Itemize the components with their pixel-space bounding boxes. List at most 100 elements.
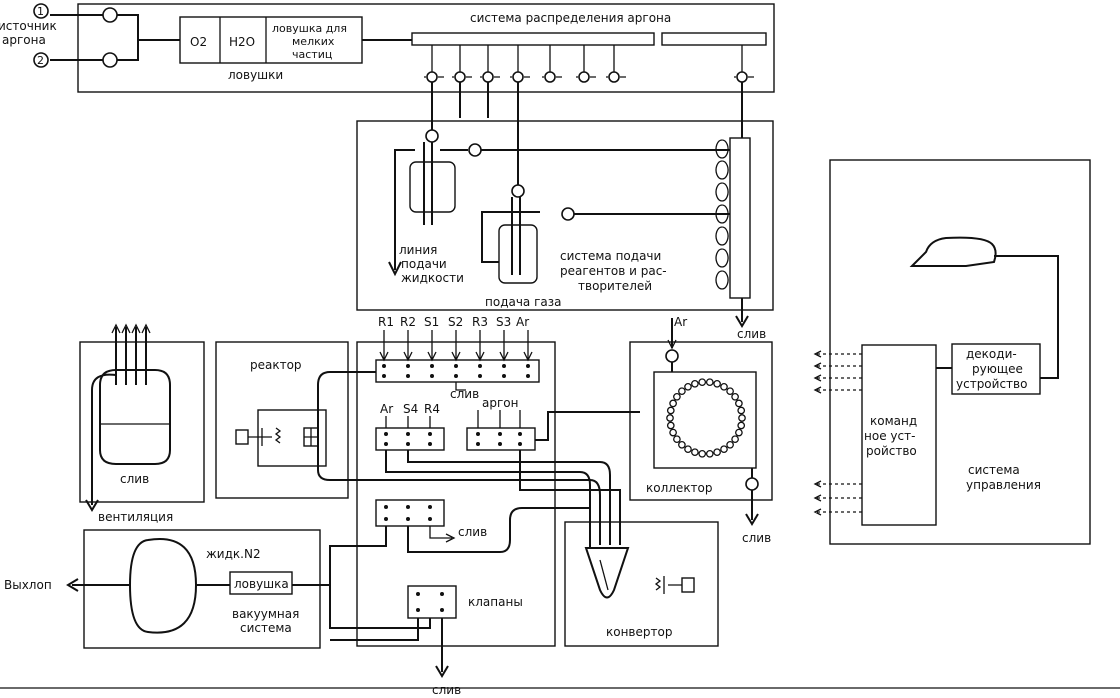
fraction-tube — [666, 406, 675, 415]
source-valve-1 — [102, 7, 118, 23]
reactor-section: реактор — [215, 341, 349, 499]
source-valve-2 — [102, 52, 118, 68]
collector-frame — [629, 341, 773, 501]
collector-section: Ar коллектор слив — [629, 315, 773, 545]
ventilation-label: вентиляция — [98, 510, 173, 524]
decoder-label-2: рующее — [972, 362, 1023, 376]
fraction-tube — [684, 445, 692, 454]
top-valve-bar — [375, 359, 540, 383]
reactor-frame — [215, 341, 349, 499]
fraction-tube — [666, 414, 674, 422]
fraction-tube — [673, 392, 681, 401]
drain-label-collector: слив — [742, 531, 771, 545]
control-frame — [829, 159, 1091, 545]
drain-label-bottom: слив — [432, 683, 461, 697]
command-label-2: ное уст- — [864, 429, 915, 443]
particle-trap-label-1: ловушка для — [272, 22, 347, 35]
fraction-tube — [720, 445, 728, 454]
port-r2: R2 — [400, 315, 416, 329]
reagent-system-label-1: система подачи — [560, 249, 661, 263]
converter-section: конвертор — [564, 521, 719, 647]
fraction-tube — [726, 387, 734, 396]
fraction-tube — [713, 448, 721, 457]
source-lines — [50, 14, 180, 61]
fraction-tube — [698, 378, 707, 387]
fraction-tube — [731, 392, 739, 401]
converter-flask — [584, 547, 630, 599]
manifold-side-valves — [715, 139, 729, 290]
fraction-ring — [666, 378, 746, 458]
fraction-tube — [738, 414, 746, 422]
argon-mid-label: аргон — [482, 396, 518, 410]
manifold-valves — [426, 71, 748, 83]
argon-manifold-1 — [411, 32, 655, 46]
gas-feed-label: подача газа — [485, 295, 562, 309]
liquid-line-label-1: линия — [399, 243, 437, 257]
trap-label: ловушка — [234, 577, 289, 591]
fraction-tube — [735, 399, 743, 408]
argon-system-frame — [77, 3, 775, 93]
fraction-tube — [737, 421, 746, 430]
fraction-tube — [691, 448, 699, 457]
vertical-manifold — [729, 137, 751, 299]
fraction-tube — [684, 382, 692, 391]
source-2-number: 2 — [37, 54, 44, 67]
reagent-system-label-2: реагентов и рас- — [560, 264, 667, 278]
fraction-tube — [713, 379, 721, 388]
port-r4: R4 — [424, 402, 440, 416]
particle-trap-label-2: мелких — [292, 35, 335, 48]
port-ar-top: Ar — [516, 315, 529, 329]
port-s1: S1 — [424, 315, 439, 329]
source-1-number: 1 — [37, 5, 44, 18]
fraction-tube — [691, 379, 699, 388]
control-label-1: система — [968, 463, 1020, 477]
liquid-n2-label: жидк.N2 — [206, 547, 261, 561]
reactor-label: реактор — [250, 358, 302, 372]
fraction-tube — [705, 449, 714, 458]
port-r3: R3 — [472, 315, 488, 329]
vacuum-label-1: вакуумная — [232, 607, 299, 621]
port-ar-mid: Ar — [380, 402, 393, 416]
source-1-marker — [33, 3, 49, 19]
fraction-tube — [698, 449, 707, 458]
vacuum-section: жидк.N2 ловушка вакуумная система Выхлоп — [4, 529, 330, 649]
port-s3: S3 — [496, 315, 511, 329]
command-box — [861, 344, 937, 526]
fraction-tube — [737, 406, 746, 415]
particle-trap-label-3: частиц — [292, 48, 332, 61]
h2o-trap-label: H2O — [229, 35, 255, 49]
fraction-tube — [726, 440, 734, 449]
argon-valve-bar — [466, 427, 536, 451]
interconnect-tubing — [317, 440, 621, 641]
drain-label-valve-top: слив — [450, 387, 479, 401]
fraction-tube — [678, 440, 686, 449]
traps-caption: ловушки — [228, 68, 283, 82]
o2-trap-label: O2 — [190, 35, 207, 49]
gas-bottle — [498, 224, 538, 284]
argon-supply-section: источник аргона 1 2 O2 H2O ловушка для м… — [0, 3, 775, 186]
liquid-line-label-2: подачи — [401, 257, 447, 271]
reagent-system-label-3: творителей — [578, 279, 652, 293]
argon-source-label-1: источник — [0, 19, 57, 33]
control-label-2: управления — [966, 478, 1041, 492]
drain-label-right-top: слив — [737, 327, 766, 341]
command-label-1: команд — [870, 414, 917, 428]
fraction-tube — [669, 428, 677, 437]
drain-label-middle: слив — [458, 525, 487, 539]
decoder-label-3: устройство — [956, 377, 1027, 391]
converter-label: конвертор — [606, 625, 672, 639]
waste-bottle — [99, 369, 171, 465]
ar-top-label: Ar — [674, 315, 687, 329]
waste-section: слив вентиляция — [79, 323, 205, 524]
control-section: декоди- рующее устройство команд ное уст… — [813, 159, 1091, 545]
command-label-3: ройство — [866, 444, 917, 458]
lower-valve-bar — [375, 499, 445, 527]
converter-frame — [564, 521, 719, 647]
fraction-tube — [731, 435, 739, 444]
source-2-marker — [33, 52, 49, 68]
fraction-tube — [735, 428, 743, 437]
argon-distribution-title: система распределения аргона — [470, 11, 671, 25]
fraction-tube — [720, 382, 728, 391]
waste-frame — [79, 341, 205, 503]
